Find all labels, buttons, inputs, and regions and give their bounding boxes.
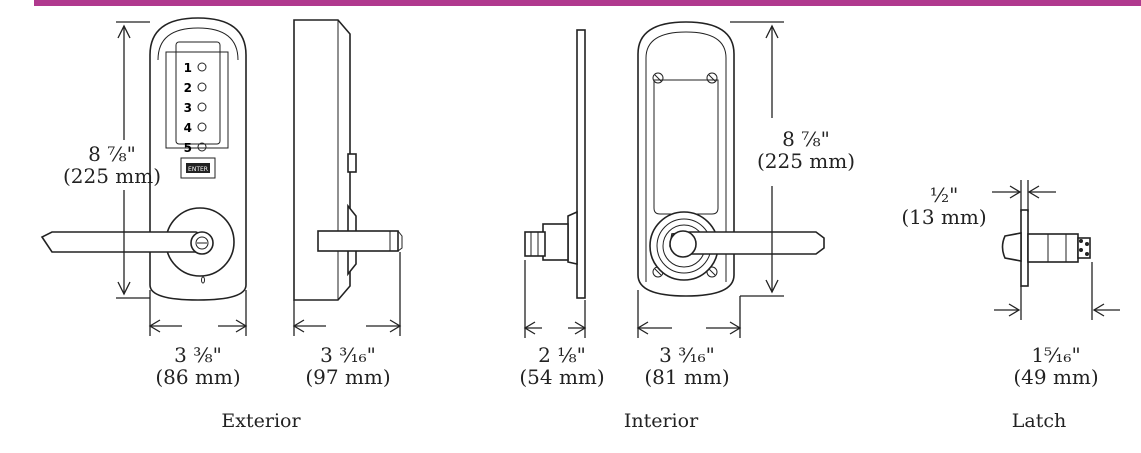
key-1-label: 1 <box>184 61 192 75</box>
latch-face-dimension <box>992 180 1056 212</box>
interior-side-hub <box>542 223 569 261</box>
key-4-button <box>197 122 207 132</box>
interior-height-mm: (225 mm) <box>756 149 856 173</box>
interior-side-lever <box>524 231 546 257</box>
exterior-top-arc <box>157 27 239 61</box>
interior-depth-label: 2 ⅛" (54 mm) <box>512 344 612 388</box>
side-lever <box>317 230 399 252</box>
exterior-depth-dimension <box>292 252 402 336</box>
interior-front-view <box>637 21 825 297</box>
key-2-label: 2 <box>184 81 192 95</box>
latch-tube <box>1027 233 1079 263</box>
key-4-label: 4 <box>184 121 192 135</box>
latch-face-label: ½" (13 mm) <box>898 184 990 228</box>
key-2-button <box>197 82 207 92</box>
caption-interior: Interior <box>623 410 699 432</box>
exterior-width-mm: (86 mm) <box>155 365 241 389</box>
interior-inner-edge <box>645 31 727 282</box>
interior-depth-frac: 2 ⅛" <box>538 343 586 367</box>
interior-width-frac: 3 ³⁄₁₆" <box>659 343 715 367</box>
interior-side-plate <box>576 29 586 299</box>
interior-height-frac: 8 ⅞" <box>782 127 830 151</box>
interior-width-mm: (81 mm) <box>644 365 730 389</box>
interior-hub <box>669 230 697 258</box>
interior-side-rose <box>567 210 578 265</box>
enter-key <box>186 163 210 173</box>
interior-height-label: 8 ⅞" (225 mm) <box>748 128 864 172</box>
latch-face-frac: ½" <box>929 183 959 207</box>
accent-bar <box>34 0 1141 6</box>
interior-depth-mm: (54 mm) <box>519 365 605 389</box>
keypad-frame <box>175 41 221 145</box>
battery-cover <box>653 79 719 215</box>
key-3-button <box>197 102 207 112</box>
exterior-height-label: 8 ⅞" (225 mm) <box>54 143 170 187</box>
side-button <box>347 153 357 173</box>
latch-faceplate <box>1020 209 1029 287</box>
interior-width-dimension <box>636 290 742 338</box>
interior-depth-dimension <box>523 260 587 338</box>
exterior-side-body <box>293 19 351 301</box>
caption-latch: Latch <box>1011 410 1067 432</box>
key-5-label: 5 <box>184 141 192 155</box>
latch-length-dimension <box>994 262 1120 320</box>
latch-length-label: 1⁵⁄₁₆" (49 mm) <box>1004 344 1108 388</box>
exterior-width-label: 3 ⅜" (86 mm) <box>150 344 246 388</box>
exterior-height-mm: (225 mm) <box>62 164 162 188</box>
exterior-depth-frac: 3 ³⁄₁₆" <box>320 343 376 367</box>
interior-width-label: 3 ³⁄₁₆" (81 mm) <box>634 344 740 388</box>
exterior-height-frac: 8 ⅞" <box>88 142 136 166</box>
caption-exterior: Exterior <box>221 410 301 432</box>
exterior-height-dimension <box>116 21 150 299</box>
lens-indicator <box>201 276 205 284</box>
enter-key-frame <box>180 157 216 179</box>
key-5-button <box>197 142 207 152</box>
exterior-side-view <box>293 19 403 301</box>
latch-bolt <box>1001 232 1022 262</box>
latch-length-frac: 1⁵⁄₁₆" <box>1031 343 1081 367</box>
exterior-width-dimension <box>148 290 248 336</box>
key-3-label: 3 <box>184 101 192 115</box>
exterior-depth-label: 3 ³⁄₁₆" (97 mm) <box>296 344 400 388</box>
enter-key-label: ENTER <box>188 166 208 173</box>
interior-height-dimension <box>730 21 784 297</box>
key-1-button <box>197 62 207 72</box>
keypad-housing <box>165 51 229 149</box>
latch-face-mm: (13 mm) <box>901 205 987 229</box>
exterior-width-frac: 3 ⅜" <box>174 343 222 367</box>
keypad-buttons: 1 2 3 4 5 <box>184 61 207 155</box>
interior-side-view <box>524 29 586 299</box>
latch-view <box>1001 209 1091 287</box>
exterior-depth-mm: (97 mm) <box>305 365 391 389</box>
latch-length-mm: (49 mm) <box>1013 365 1099 389</box>
cylinder-core <box>195 236 209 250</box>
